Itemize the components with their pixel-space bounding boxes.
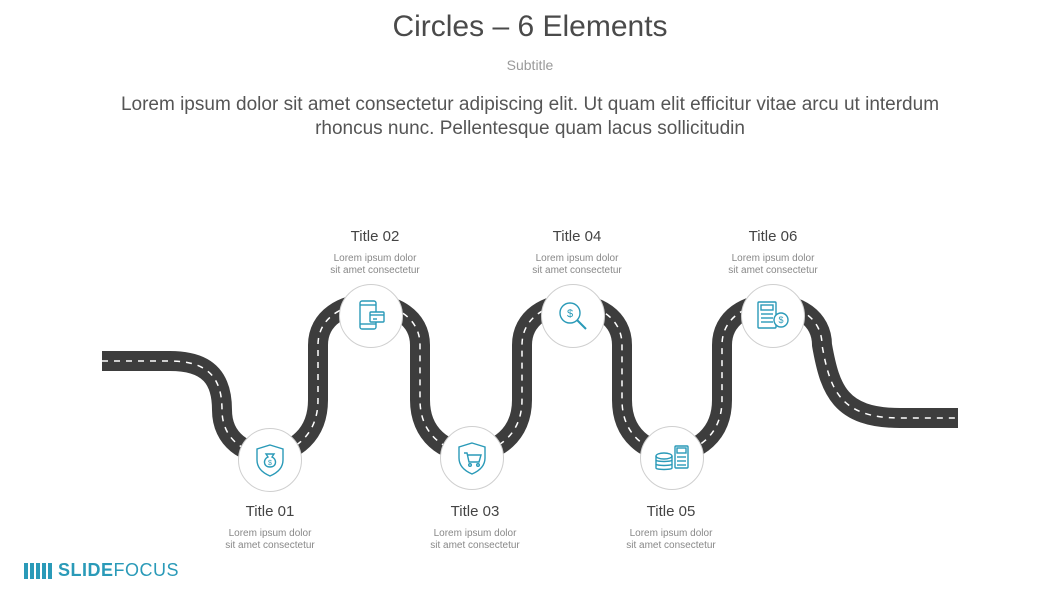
svg-text:$: $ [778,315,783,325]
svg-text:$: $ [268,460,272,467]
page-subtitle: Subtitle [506,57,554,73]
step-2-circle [339,284,403,348]
step-4-desc-line1: Lorem ipsum dolor [535,253,619,264]
step-2-desc-line2: sit amet consectetur [330,265,420,276]
brand-part2: FOCUS [113,560,180,580]
brand-bars-icon [24,562,52,579]
brand-logo: SLIDE FOCUS [24,560,179,581]
step-5-title: Title 05 [646,503,696,520]
brand-part1: SLIDE [58,560,114,580]
cart-shield-icon [458,442,486,475]
step-3-title: Title 03 [450,503,500,520]
step-3-label: Title 03 Lorem ipsum dolor sit amet cons… [405,503,545,552]
step-1-circle: $ [238,428,302,492]
svg-text:$: $ [567,308,573,320]
step-1-label: Title 01 Lorem ipsum dolor sit amet cons… [200,503,340,552]
step-4-circle: $ [541,284,605,348]
money-bag-shield-icon: $ [256,444,284,477]
step-3-desc-line1: Lorem ipsum dolor [433,528,517,539]
step-3-desc-line2: sit amet consectetur [430,540,520,551]
step-1-desc-line1: Lorem ipsum dolor [228,528,312,539]
step-2-title: Title 02 [350,228,400,245]
step-4-title: Title 04 [552,228,602,245]
intro-text: Lorem ipsum dolor sit amet consectetur a… [120,94,940,139]
step-4-desc-line2: sit amet consectetur [532,265,622,276]
step-5-circle [640,426,704,490]
step-6-circle: $ [741,284,805,348]
step-1-title: Title 01 [245,503,295,520]
step-3-circle [440,426,504,490]
step-6-desc-line1: Lorem ipsum dolor [731,253,815,264]
calculator-dollar-icon: $ [757,301,789,329]
coins-calculator-icon [655,445,689,471]
phone-card-icon [359,300,385,330]
step-5-label: Title 05 Lorem ipsum dolor sit amet cons… [601,503,741,552]
step-2-label: Title 02 Lorem ipsum dolor sit amet cons… [305,228,445,277]
dollar-search-icon: $ [559,302,587,330]
step-2-desc-line1: Lorem ipsum dolor [333,253,417,264]
step-6-label: Title 06 Lorem ipsum dolor sit amet cons… [703,228,843,277]
step-5-desc-line2: sit amet consectetur [626,540,716,551]
step-6-desc-line2: sit amet consectetur [728,265,818,276]
step-6-title: Title 06 [748,228,798,245]
step-5-desc-line1: Lorem ipsum dolor [629,528,713,539]
page-title: Circles – 6 Elements [392,10,668,43]
step-1-desc-line2: sit amet consectetur [225,540,315,551]
step-4-label: Title 04 Lorem ipsum dolor sit amet cons… [507,228,647,277]
